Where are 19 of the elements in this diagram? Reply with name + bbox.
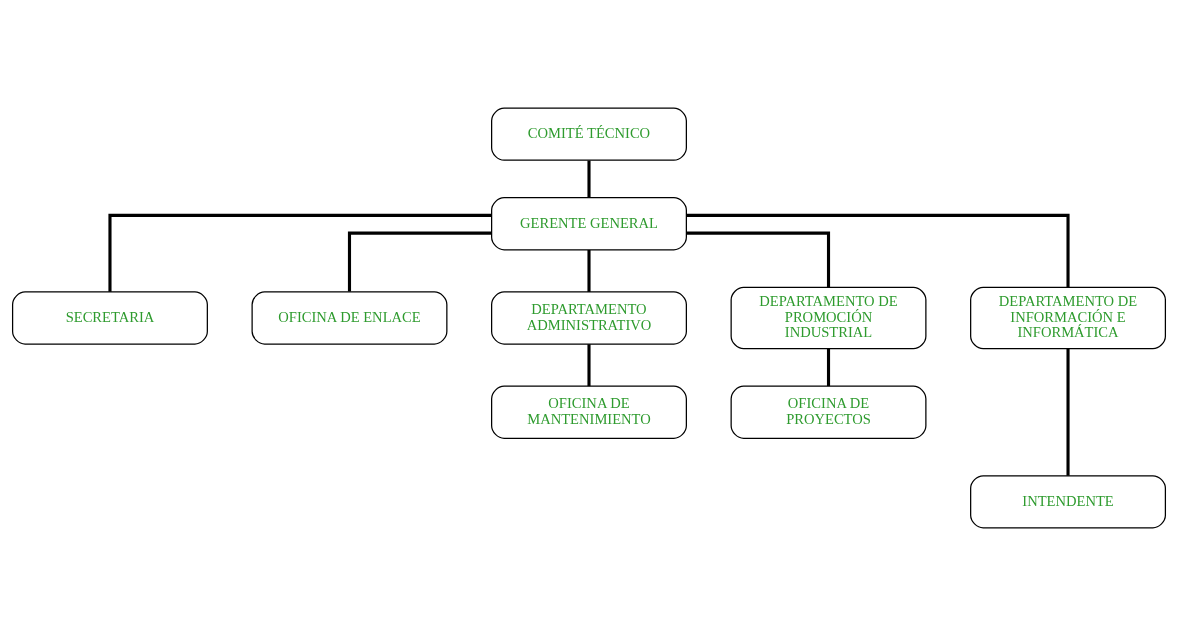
node-box: OFICINA DE PROYECTOS — [730, 385, 927, 439]
connector — [826, 348, 831, 386]
node-box: SECRETARIA — [12, 290, 208, 345]
node-box: DEPARTAMENTO DE PROMOCIÓN INDUSTRIAL — [730, 286, 927, 349]
connector — [587, 343, 591, 386]
node-box: DEPARTAMENTO ADMINISTRATIVO — [491, 290, 687, 345]
node-box: DEPARTAMENTO DE INFORMACIÓN E INFORMÁTICA — [970, 286, 1166, 349]
connector — [347, 231, 492, 292]
node-box: GERENTE GENERAL — [491, 196, 687, 250]
connector — [686, 231, 831, 287]
node-box: COMITÉ TÉCNICO — [491, 107, 687, 161]
connector — [587, 249, 591, 292]
node-box: OFICINA DE MANTENIMIENTO — [491, 385, 687, 439]
connector — [686, 213, 1070, 287]
connector — [587, 160, 591, 198]
node-box: OFICINA DE ENLACE — [251, 290, 448, 345]
node-box: INTENDENTE — [970, 474, 1166, 528]
connector — [108, 213, 492, 292]
connector — [1066, 348, 1070, 476]
